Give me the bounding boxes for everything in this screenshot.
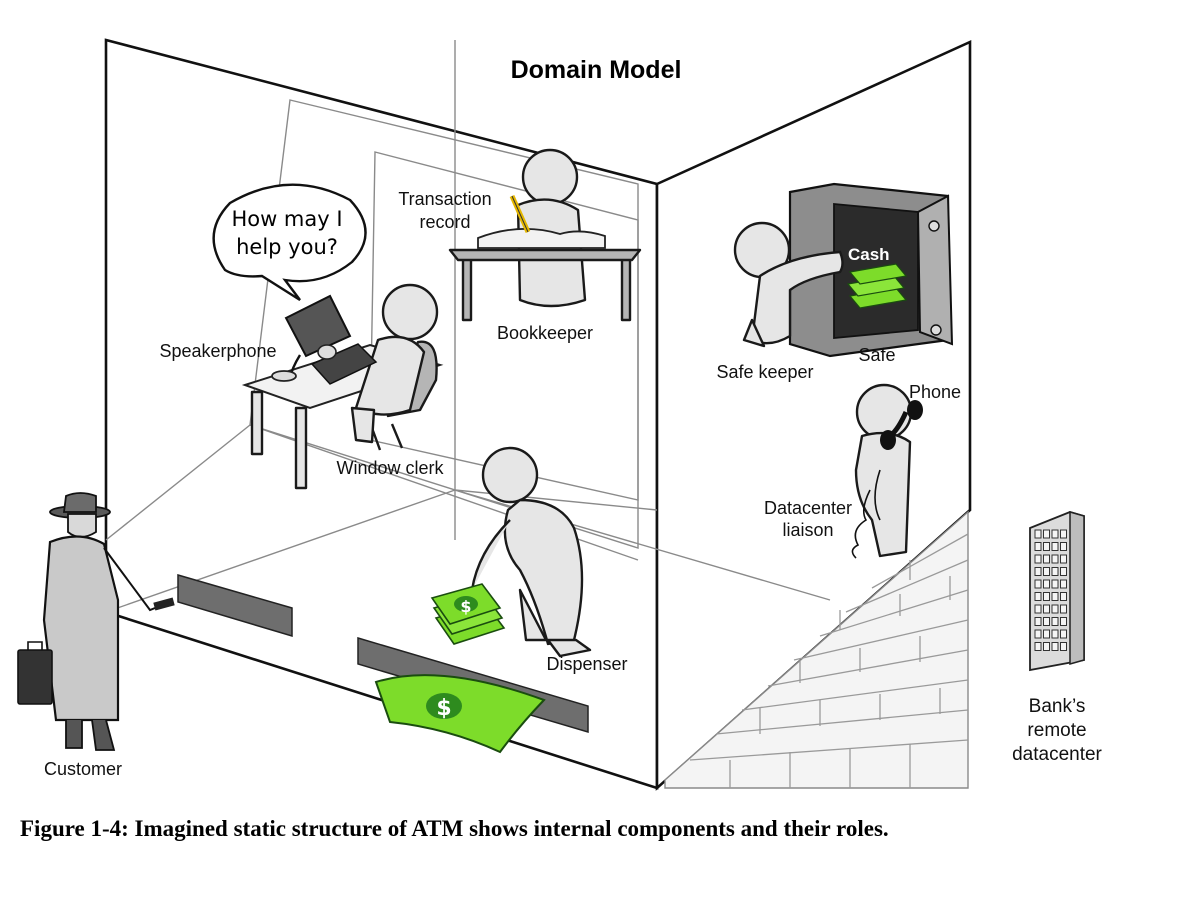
label-safe-keeper: Safe keeper (716, 362, 813, 382)
brick-wall (664, 510, 969, 789)
label-bank-datacenter-1: Bank’s (1029, 696, 1086, 717)
atm-card-icon (153, 597, 175, 611)
building-window (1043, 592, 1050, 601)
building-window (1043, 629, 1050, 639)
building-window (1043, 642, 1050, 651)
diagram-title: Domain Model (511, 56, 682, 84)
bubble-line-2: help you? (236, 235, 338, 259)
bookkeeper-figure (448, 148, 642, 322)
cash-label: Cash (848, 245, 890, 264)
speech-bubble: How may I help you? (212, 183, 367, 302)
label-customer: Customer (44, 759, 122, 779)
building-window (1043, 554, 1050, 564)
building-window (1051, 629, 1059, 639)
building-window (1051, 567, 1059, 576)
label-bank-datacenter-2: remote (1027, 720, 1086, 741)
label-dispenser: Dispenser (546, 654, 627, 674)
safe-keeper-figure (733, 221, 844, 348)
window-clerk-figure (241, 283, 444, 490)
dollar-sign-bill: $ (436, 696, 451, 721)
building-window (1034, 604, 1042, 614)
safe-cash-icon (846, 263, 908, 309)
label-bank-datacenter-3: datacenter (1012, 744, 1102, 765)
safe-door (916, 194, 954, 346)
datacenter-building (1029, 511, 1085, 672)
building-window (1034, 579, 1042, 589)
label-window-clerk: Window clerk (336, 458, 444, 478)
building-window (1060, 604, 1067, 614)
label-safe: Safe (858, 345, 895, 365)
building-window (1043, 529, 1050, 539)
figure-caption: Figure 1-4: Imagined static structure of… (20, 816, 889, 841)
keyboard-icon (310, 343, 378, 385)
label-transaction-record-1: Transaction (398, 189, 491, 209)
building-window (1060, 567, 1067, 576)
building-window (1043, 604, 1050, 614)
building-window (1034, 554, 1042, 564)
building-window (1043, 542, 1050, 551)
building-window (1060, 554, 1067, 564)
dollar-sign-stack: $ (460, 597, 471, 616)
building-window (1043, 617, 1050, 626)
datacenter-liaison-figure (851, 383, 923, 559)
cash-stack-icon: $ (430, 583, 506, 645)
building-window (1060, 592, 1067, 601)
building-window (1060, 629, 1067, 639)
safe-figure: Cash (788, 182, 954, 358)
building-window (1060, 642, 1067, 651)
computer-monitor-icon (284, 294, 352, 358)
building-window (1034, 629, 1042, 639)
building-window (1034, 642, 1042, 651)
label-phone: Phone (909, 382, 961, 402)
building-window (1051, 529, 1059, 539)
building-window (1034, 617, 1042, 626)
label-datacenter-liaison-1: Datacenter (764, 498, 852, 518)
building-window (1043, 567, 1050, 576)
label-bookkeeper: Bookkeeper (497, 323, 593, 343)
card-slot (177, 574, 293, 638)
building-window (1051, 617, 1059, 626)
speakerphone-icon (271, 344, 337, 382)
building-window (1060, 542, 1067, 551)
building-window (1060, 529, 1067, 539)
building-window (1034, 542, 1042, 551)
briefcase-icon (17, 649, 53, 705)
building-window (1060, 617, 1067, 626)
phone-icon (851, 400, 923, 559)
building-window (1043, 579, 1050, 589)
label-speakerphone: Speakerphone (159, 341, 276, 361)
building-window (1034, 567, 1042, 576)
building-window (1034, 529, 1042, 539)
bubble-line-1: How may I (231, 207, 342, 231)
building-window (1051, 542, 1059, 551)
building-window (1051, 642, 1059, 651)
building-window (1051, 604, 1059, 614)
dispensed-bill-icon: $ (374, 674, 546, 754)
building-window (1060, 579, 1067, 589)
building-window (1034, 592, 1042, 601)
building-window (1051, 579, 1059, 589)
label-datacenter-liaison-2: liaison (782, 520, 833, 540)
label-transaction-record-2: record (419, 212, 470, 232)
customer-figure (17, 492, 175, 751)
building-window (1051, 592, 1059, 601)
building-window (1051, 554, 1059, 564)
dispenser-figure: $ (430, 446, 592, 658)
transaction-record-icon (477, 227, 606, 249)
